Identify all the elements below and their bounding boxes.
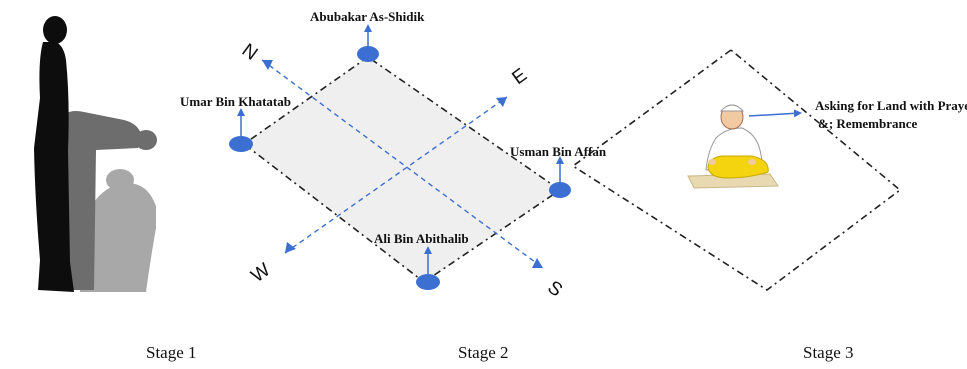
stage3-panel: Asking for Land with Prayer &; Remembran… [571,48,967,291]
marker-bottom: Ali Bin Abithalib [374,231,469,290]
marker-left-dot [229,136,253,152]
standing-silhouette [34,16,74,292]
compass-east: E [508,65,531,89]
compass-south: S [543,277,566,301]
prayer-plot [571,48,902,291]
east-west-axis [284,96,508,254]
compass-west: W [247,259,274,287]
stage1-caption: Stage 1 [146,343,197,362]
label-ali: Ali Bin Abithalib [374,231,469,246]
marker-left: Umar Bin Khatatab [180,94,291,152]
stage1-panel [34,16,157,292]
marker-bottom-dot [416,274,440,290]
marker-top-dot [357,46,379,62]
label-umar: Umar Bin Khatatab [180,94,291,109]
label-abubakar: Abubakar As-Shidik [310,9,425,24]
annotation-line1: Asking for Land with Prayer [815,98,967,113]
compass-north: N [238,40,261,65]
marker-right: Usman Bin Affan [510,144,607,198]
bowing-silhouette [58,111,157,290]
stage3-caption: Stage 3 [803,343,854,362]
south-arrowhead [532,258,543,268]
annotation-line2: &; Remembrance [818,116,917,131]
east-arrowhead [496,97,507,107]
stage2-caption: Stage 2 [458,343,509,362]
marker-right-dot [549,182,571,198]
west-arrowhead [285,242,296,253]
north-arrowhead [262,60,273,70]
stage2-panel: N E S W Abubakar As-Shidik Umar Bin Khat… [180,9,607,301]
north-south-axis [261,59,544,269]
prostrating-silhouette [80,169,156,292]
praying-man-icon [687,104,779,189]
marker-top: Abubakar As-Shidik [310,9,425,62]
annotation-arrow [748,109,802,118]
label-usman: Usman Bin Affan [510,144,607,159]
